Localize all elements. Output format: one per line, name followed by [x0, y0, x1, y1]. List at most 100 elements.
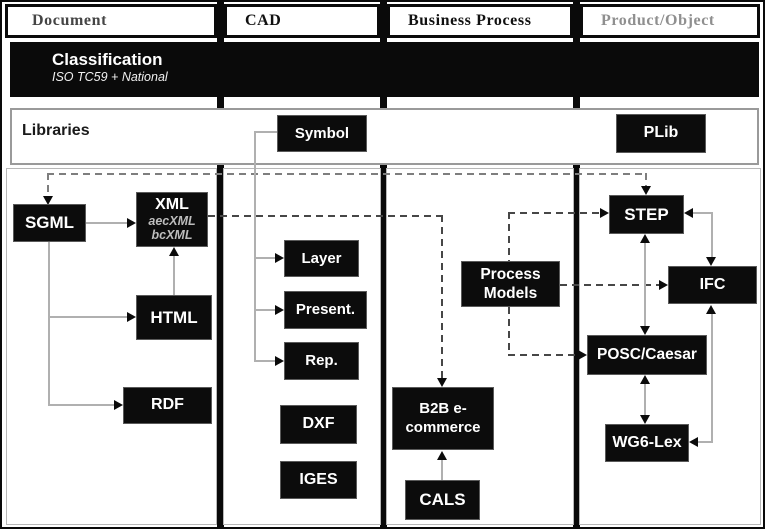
header-label-cad: CAD [245, 12, 282, 29]
document-column-frame [6, 168, 217, 525]
header-cell-business-process: Business Process [387, 4, 573, 38]
header-cell-product-object: Product/Object [580, 4, 760, 38]
arrow-into-html-left [127, 312, 136, 322]
header-cell-cad: CAD [224, 4, 380, 38]
edge-ifc-wg6-v [711, 314, 713, 443]
node-xml-sublabel-bcxml: bcXML [151, 227, 193, 242]
header-label-document: Document [32, 12, 108, 29]
node-xml: XML aecXML bcXML [136, 192, 208, 247]
node-symbol: Symbol [277, 115, 367, 152]
arrow-into-present-left [275, 305, 284, 315]
edge-step-ifc-v [711, 212, 713, 258]
column-divider-1 [217, 2, 224, 527]
edge-symbol-left [255, 131, 278, 133]
arrow-into-rdf-left [114, 400, 123, 410]
arrow-into-xml-bottom [169, 247, 179, 256]
column-divider-3 [573, 2, 580, 527]
edge-into-sgml-dashed-v [47, 173, 49, 196]
column-divider-2 [380, 2, 387, 527]
arrow-into-layer-left [275, 253, 284, 263]
arrow-into-step-left [600, 208, 609, 218]
node-ifc: IFC [668, 266, 757, 304]
edge-pm-posc-dashed [508, 354, 579, 356]
edge-html-xml [173, 255, 175, 295]
node-rdf-label: RDF [151, 396, 184, 414]
node-layer-label: Layer [301, 249, 342, 267]
edge-posc-wg6 [644, 383, 646, 416]
product-object-column-frame [579, 168, 761, 525]
edge-xml-b2b-dashed-v [441, 215, 443, 378]
node-posc-caesar-label: POSC/Caesar [597, 345, 697, 363]
edge-pm-up-dashed [508, 212, 510, 261]
edge-symbol-down [254, 131, 256, 362]
header-cell-document: Document [5, 4, 217, 38]
node-rep: Rep. [284, 342, 359, 380]
edge-sgml-down [48, 242, 50, 406]
node-b2b-ecommerce-label: B2B e-commerce [405, 399, 481, 436]
node-rdf: RDF [123, 387, 212, 424]
edge-into-step-dashed-v [645, 173, 647, 187]
header-label-business-process: Business Process [408, 12, 532, 29]
libraries-label: Libraries [22, 122, 90, 139]
node-present: Present. [284, 291, 367, 329]
edge-to-html [48, 316, 128, 318]
edge-pm-step-dashed [508, 212, 601, 214]
arrow-into-ifc-top [706, 257, 716, 266]
node-sgml: SGML [13, 204, 86, 242]
node-html-label: HTML [150, 307, 198, 327]
arrow-into-posc-left [578, 350, 587, 360]
node-symbol-label: Symbol [294, 124, 350, 142]
classification-title: Classification [52, 50, 163, 69]
node-dxf: DXF [280, 405, 357, 444]
node-iges: IGES [280, 461, 357, 499]
edge-sgml-step-dashed-h [47, 173, 647, 175]
node-cals: CALS [405, 480, 480, 520]
node-ifc-label: IFC [699, 275, 726, 293]
edge-xml-b2b-dashed-h [208, 215, 443, 217]
arrow-into-wg6-right [689, 437, 698, 447]
node-step: STEP [609, 195, 684, 234]
edge-pm-ifc-dashed [560, 284, 660, 286]
arrow-into-xml-left [127, 218, 136, 228]
edge-step-ifc-h [692, 212, 713, 214]
arrow-into-step-bottom [640, 234, 650, 243]
edge-ifc-wg6-h [698, 441, 713, 443]
edge-step-posc [644, 242, 646, 327]
arrow-into-posc-top [640, 326, 650, 335]
node-process-models-label: Process Models [480, 265, 541, 302]
node-process-models: Process Models [461, 261, 560, 307]
arrow-into-b2b-top [437, 378, 447, 387]
node-b2b-ecommerce: B2B e-commerce [392, 387, 494, 450]
node-sgml-label: SGML [24, 213, 75, 233]
node-step-label: STEP [624, 204, 669, 224]
arrow-into-b2b-bottom [437, 451, 447, 460]
classification-subtitle: ISO TC59 + National [52, 70, 168, 85]
arrow-into-step-top [641, 186, 651, 195]
node-rep-label: Rep. [305, 352, 338, 370]
node-layer: Layer [284, 240, 359, 277]
header-label-product-object: Product/Object [601, 12, 715, 29]
arrow-into-rep-left [275, 356, 284, 366]
node-wg6-lex: WG6-Lex [605, 424, 689, 462]
business-process-column-frame [386, 168, 574, 525]
node-wg6-lex-label: WG6-Lex [612, 433, 682, 451]
edge-to-layer [254, 257, 276, 259]
node-iges-label: IGES [299, 470, 338, 488]
arrow-into-step-right [684, 208, 693, 218]
edge-cals-b2b [441, 460, 443, 480]
node-plib: PLib [616, 114, 706, 153]
arrow-into-wg6-top [640, 415, 650, 424]
edge-to-rep [254, 360, 276, 362]
libraries-band: Libraries [10, 108, 759, 165]
arrow-into-posc-bottom [640, 375, 650, 384]
edge-pm-down-dashed [508, 307, 510, 355]
edge-sgml-xml [86, 222, 128, 224]
arrow-into-ifc-bottom [706, 305, 716, 314]
arrow-into-ifc-left [659, 280, 668, 290]
edge-to-rdf [48, 404, 115, 406]
node-plib-label: PLib [643, 124, 679, 142]
edge-to-present [254, 309, 276, 311]
node-xml-sublabel-aecxml: aecXML [148, 213, 196, 228]
node-cals-label: CALS [419, 490, 466, 510]
